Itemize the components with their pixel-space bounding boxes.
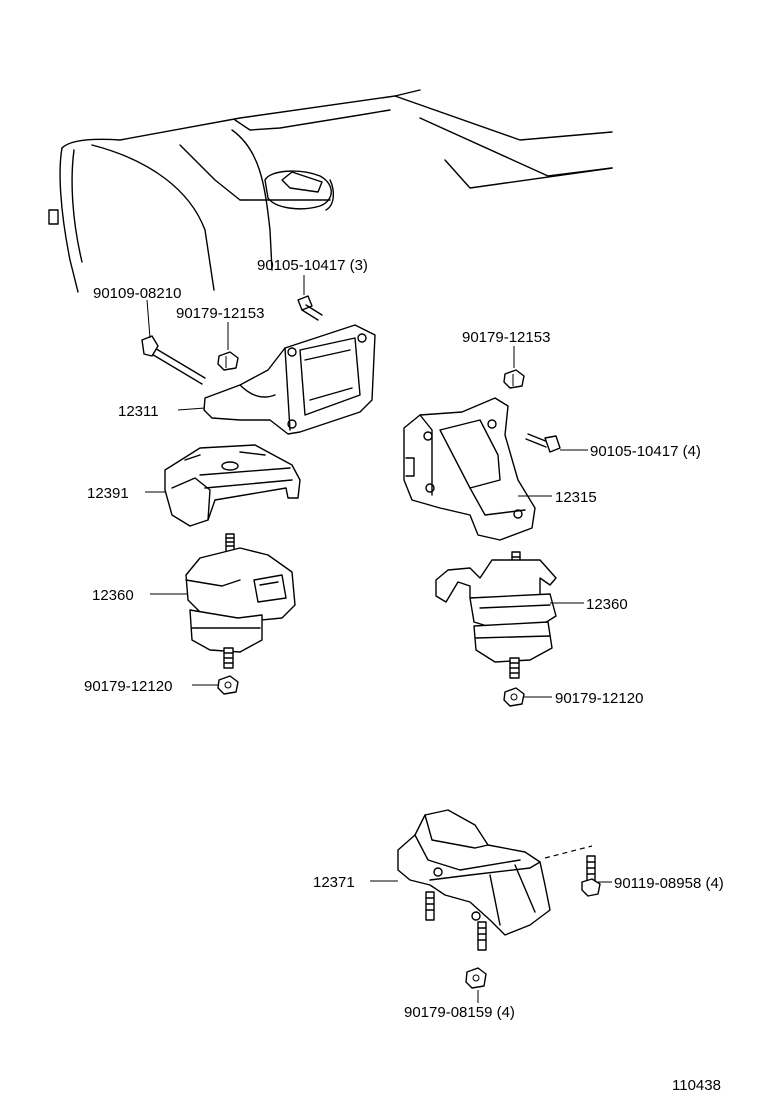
nut-90179-08159	[465, 967, 487, 989]
bolt-90119-08958	[544, 845, 601, 897]
label-90105-10417-left: 90105-10417 (3)	[257, 257, 368, 274]
leader-90109-08210	[146, 299, 151, 339]
label-90179-12153-right: 90179-12153	[462, 329, 550, 346]
bolt-90105-10417-left	[297, 295, 323, 321]
label-90119-08958: 90119-08958 (4)	[614, 875, 724, 892]
label-90109-08210: 90109-08210	[93, 285, 181, 302]
diagram-number: 110438	[672, 1077, 721, 1094]
nut-90179-12153-right	[503, 369, 525, 389]
label-90179-12120-left: 90179-12120	[84, 678, 172, 695]
rear-engine-mount-12371	[397, 809, 551, 951]
engine-mount-12360-right	[435, 551, 557, 679]
engine-block-outline	[48, 89, 613, 293]
label-90179-12120-right: 90179-12120	[555, 690, 643, 707]
insulator-12391	[164, 444, 301, 527]
leader-12311	[177, 407, 206, 411]
label-90105-10417-right: 90105-10417 (4)	[590, 443, 701, 460]
label-12371: 12371	[313, 874, 355, 891]
label-90179-12153-left: 90179-12153	[176, 305, 264, 322]
engine-mount-bracket-12315	[403, 397, 536, 541]
label-12391: 12391	[87, 485, 129, 502]
label-12360-left: 12360	[92, 587, 134, 604]
engine-mount-bracket-12311	[203, 324, 376, 435]
label-12315: 12315	[555, 489, 597, 506]
nut-90179-12153-left	[217, 351, 239, 371]
label-12360-right: 12360	[586, 596, 628, 613]
nut-90179-12120-right	[503, 687, 525, 707]
label-12311: 12311	[118, 403, 159, 420]
engine-mount-12360-left	[185, 533, 296, 669]
bolt-90105-10417-right	[525, 433, 561, 453]
nut-90179-12120-left	[217, 675, 239, 695]
label-90179-08159: 90179-08159 (4)	[404, 1004, 515, 1021]
long-bolt-90109-08210	[141, 335, 206, 385]
